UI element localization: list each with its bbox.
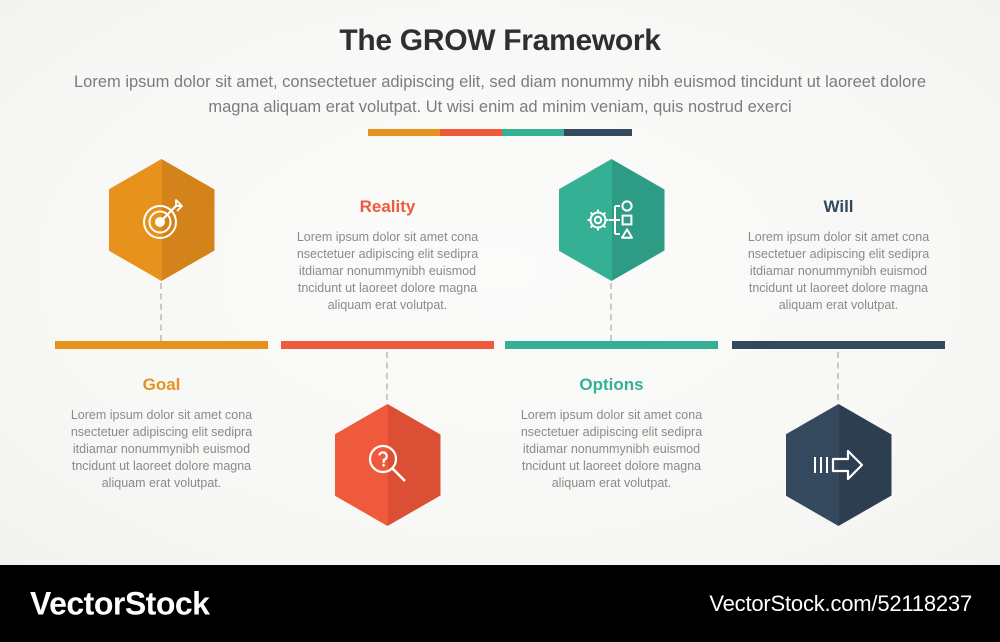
- magnifier-question-icon: [335, 404, 441, 526]
- connector-dashed-line: [159, 283, 164, 341]
- column-options: Options Lorem ipsum dolor sit amet cona …: [505, 155, 718, 555]
- connector-dashed-line: [609, 283, 614, 341]
- page-subtitle: Lorem ipsum dolor sit amet, consectetuer…: [73, 73, 927, 116]
- column-description-will: Lorem ipsum dolor sit amet cona nsectetu…: [747, 230, 930, 312]
- column-description-options: Lorem ipsum dolor sit amet cona nsectetu…: [520, 408, 703, 490]
- divider-bar-options: [505, 341, 718, 349]
- target-icon: [109, 159, 215, 281]
- text-block-options: Options Lorem ipsum dolor sit amet cona …: [505, 375, 718, 492]
- column-reality: Reality Lorem ipsum dolor sit amet cona …: [281, 155, 494, 555]
- gear-options-icon: [559, 159, 665, 281]
- column-title-goal: Goal: [142, 375, 181, 394]
- page-title: The GROW Framework: [339, 24, 661, 57]
- column-title-reality: Reality: [359, 197, 416, 216]
- footer-brand: VectorStock: [30, 585, 210, 621]
- accent-bar-segment-2: [440, 129, 502, 136]
- divider-bar-will: [732, 341, 945, 349]
- text-block-goal: Goal Lorem ipsum dolor sit amet cona nse…: [55, 375, 268, 492]
- header: The GROW Framework Lorem ipsum dolor sit…: [0, 22, 1000, 120]
- column-description-goal: Lorem ipsum dolor sit amet cona nsectetu…: [70, 408, 253, 490]
- hexagon-will[interactable]: [785, 404, 892, 526]
- column-title-will: Will: [823, 197, 854, 216]
- accent-bar: [368, 129, 632, 136]
- text-block-will: Will Lorem ipsum dolor sit amet cona nse…: [732, 197, 945, 314]
- footer-bar: VectorStock VectorStock.com/52118237: [0, 565, 1000, 642]
- divider-bar-reality: [281, 341, 494, 349]
- column-goal: Goal Lorem ipsum dolor sit amet cona nse…: [55, 155, 268, 555]
- hexagon-goal[interactable]: [108, 159, 215, 281]
- connector-dashed-line: [836, 352, 841, 400]
- hexagon-reality[interactable]: [334, 404, 441, 526]
- accent-bar-segment-1: [368, 129, 440, 136]
- hexagon-options[interactable]: [558, 159, 665, 281]
- footer-url: VectorStock.com/52118237: [709, 590, 972, 616]
- text-block-reality: Reality Lorem ipsum dolor sit amet cona …: [281, 197, 494, 314]
- connector-dashed-line: [385, 352, 390, 400]
- column-title-options: Options: [579, 375, 644, 394]
- accent-bar-segment-4: [564, 129, 632, 136]
- arrow-forward-icon: [786, 404, 892, 526]
- accent-bar-segment-3: [502, 129, 564, 136]
- column-description-reality: Lorem ipsum dolor sit amet cona nsectetu…: [296, 230, 479, 312]
- column-will: Will Lorem ipsum dolor sit amet cona nse…: [732, 155, 945, 555]
- divider-bar-goal: [55, 341, 268, 349]
